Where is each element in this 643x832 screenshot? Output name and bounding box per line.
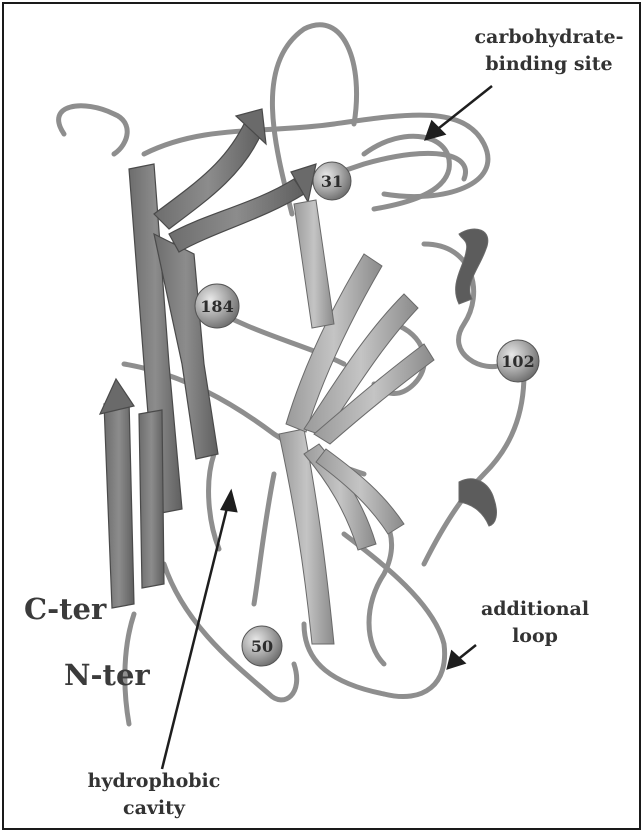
cavity-arrowhead bbox=[222, 492, 236, 511]
carb-label-line-2: binding site bbox=[460, 51, 638, 78]
residue-marker-50: 50 bbox=[242, 626, 282, 666]
coil-loops bbox=[59, 25, 524, 724]
ribbon-diagram: 31 184 102 50 bbox=[4, 4, 639, 828]
carb-label-line-1: carbohydrate- bbox=[460, 24, 638, 51]
left-strand-2 bbox=[104, 399, 134, 608]
svg-text:102: 102 bbox=[501, 352, 534, 371]
loop-arrowhead bbox=[448, 652, 464, 668]
right-beta-sheet bbox=[279, 200, 496, 644]
residue-marker-31: 31 bbox=[313, 162, 351, 200]
svg-text:184: 184 bbox=[200, 297, 233, 316]
right-helix-bottom bbox=[459, 479, 496, 526]
right-strand-5 bbox=[294, 200, 334, 328]
coil-102-tail bbox=[424, 374, 524, 564]
carbohydrate-binding-site-label: carbohydrate- binding site bbox=[460, 24, 638, 78]
n-terminus-label: N-ter bbox=[64, 658, 150, 692]
c-terminus-label: C-ter bbox=[24, 592, 106, 626]
coil-cavity-loop bbox=[209, 454, 219, 549]
additional-loop-label: additional loop bbox=[470, 596, 600, 650]
loop-label-line-1: additional bbox=[470, 596, 600, 623]
hydrophobic-cavity-label: hydrophobic cavity bbox=[84, 768, 224, 822]
svg-text:31: 31 bbox=[321, 172, 343, 191]
cavity-arrow-line bbox=[162, 504, 228, 769]
loop-label-line-2: loop bbox=[470, 623, 600, 650]
residue-marker-102: 102 bbox=[497, 340, 539, 382]
coil-left-loop bbox=[59, 106, 128, 154]
cavity-label-line-2: cavity bbox=[84, 795, 224, 822]
left-strand-3 bbox=[139, 410, 164, 588]
residue-marker-184: 184 bbox=[195, 284, 239, 328]
carb-site-arrowhead bbox=[426, 122, 444, 139]
cavity-label-line-1: hydrophobic bbox=[84, 768, 224, 795]
coil-lower-mid bbox=[254, 474, 274, 604]
svg-text:50: 50 bbox=[251, 637, 273, 656]
